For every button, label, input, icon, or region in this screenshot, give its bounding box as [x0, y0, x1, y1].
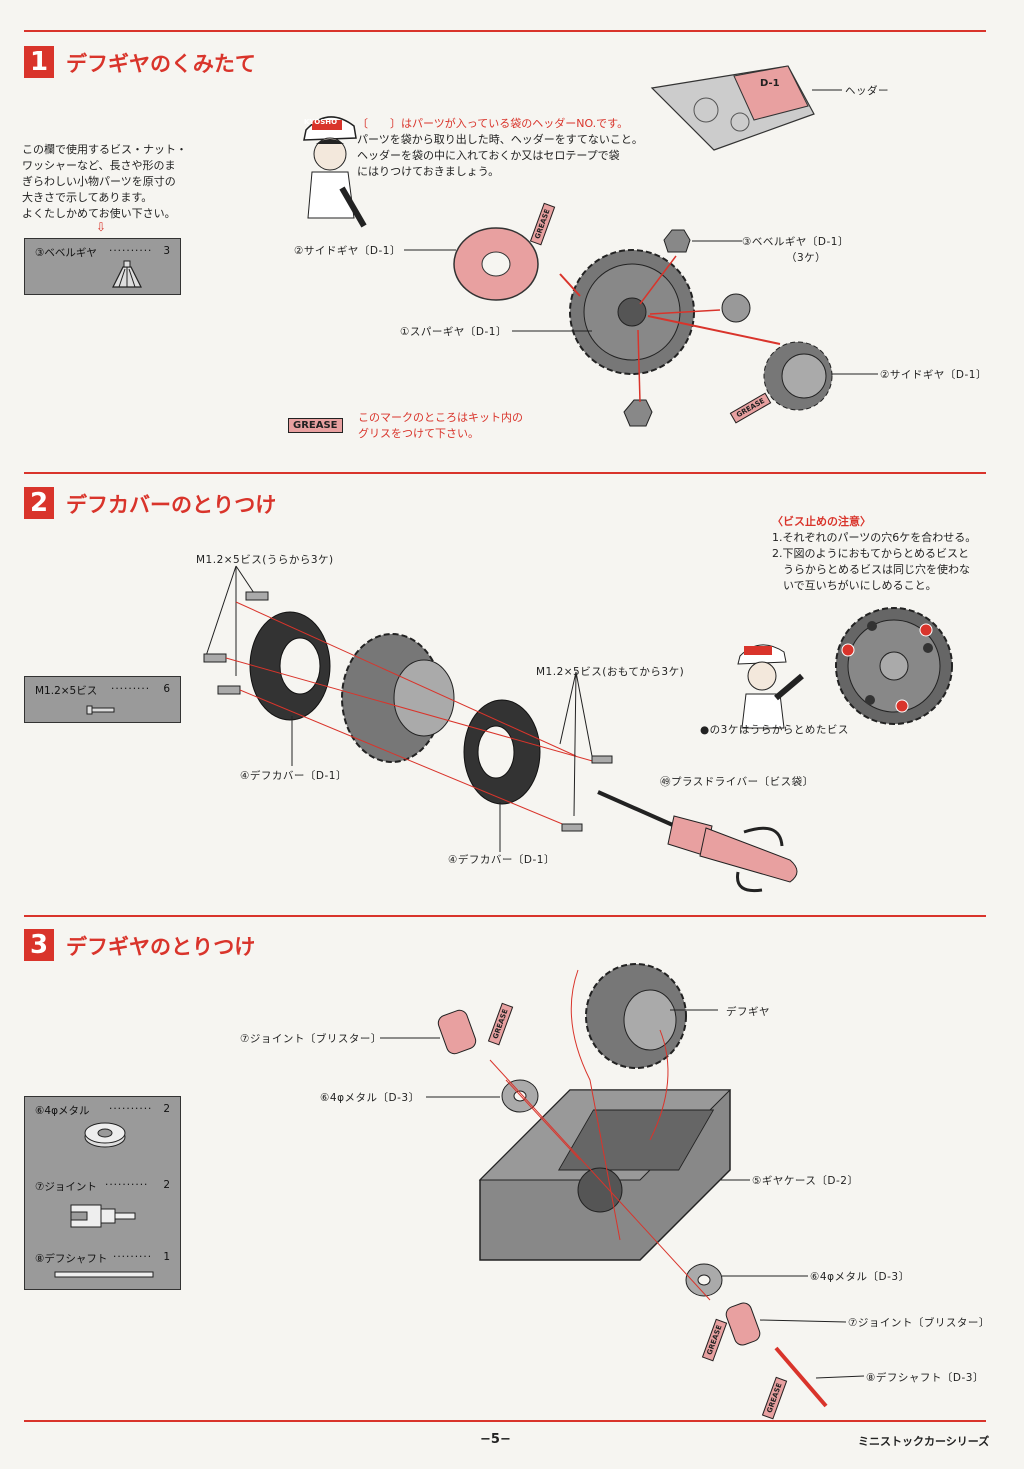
metal-bushing-icon: [84, 1122, 126, 1148]
screw-back-label: M1.2×5ビス(うらから3ケ): [196, 554, 334, 566]
screw-caution-line: 2.下図のようにおもてからとめるビスと: [772, 547, 970, 560]
screw-icon: [86, 705, 115, 715]
dot-leader: ··········: [109, 1103, 153, 1115]
part-name: ⑧デフシャフト: [35, 1253, 108, 1265]
joint-bottom-label: ⑦ジョイント〔ブリスター〕: [848, 1317, 990, 1329]
side-gear-left-label: ②サイドギヤ〔D-1〕: [294, 245, 401, 257]
sidebar-note-line: この欄で使用するビス・ナット・: [22, 143, 187, 156]
section-3-number: 3: [24, 929, 54, 961]
mascot-cap-text: KYOSHO: [304, 118, 338, 126]
joint-top-label: ⑦ジョイント〔ブリスター〕: [240, 1033, 382, 1045]
bevel-gear-label: ③ベベルギヤ〔D-1〕: [742, 236, 849, 248]
dot-leader: ··········: [109, 245, 153, 257]
sidebar-note-line: よくたしかめてお使い下さい。: [22, 207, 176, 220]
parts-box-screw: M1.2×5ビス ········· 6: [24, 676, 181, 723]
gear-case-assembly-diagram: [437, 963, 865, 1408]
leader-line: [812, 89, 842, 91]
header-note-line: パーツを袋から取り出した時、ヘッダーをすてないこと。: [357, 133, 643, 146]
header-note-line: ヘッダーを袋の中に入れておくか又はセロテープで袋: [357, 149, 620, 162]
part-name: ⑥4φメタル: [35, 1105, 90, 1117]
section-2-title: デフカバーのとりつけ: [66, 493, 277, 517]
screw-dot-note: ●の3ケはうらからとめたビス: [700, 724, 849, 736]
grease-note-line: このマークのところはキット内の: [358, 411, 523, 424]
diff-shaft-label: ⑧デフシャフト〔D-3〕: [866, 1372, 984, 1384]
diff-gear-assembly-diagram: [453, 227, 833, 427]
section-3-title: デフギヤのとりつけ: [66, 935, 256, 959]
section-2-number: 2: [24, 487, 54, 519]
mascot-illustration: [737, 644, 804, 729]
part-qty: 3: [163, 245, 170, 257]
sidebar-note-line: ぎらわしい小物パーツを原寸の: [22, 175, 176, 188]
parts-box-bevel-gear: ③ベベルギヤ ·········· 3: [24, 238, 181, 295]
section-divider: [24, 472, 986, 474]
part-qty: 1: [163, 1251, 170, 1263]
leader-line: [692, 240, 742, 242]
diff-cover-assembly-diagram: [203, 565, 613, 852]
header-note-line: にはりつけておきましょう。: [357, 165, 500, 178]
top-rule: [24, 30, 986, 32]
part-name: ⑦ジョイント: [35, 1181, 97, 1193]
dot-leader: ·········: [113, 1251, 153, 1263]
bevel-gear-qty-label: （3ケ）: [786, 252, 827, 264]
diff-gear-screw-pattern-diagram: [835, 607, 953, 725]
footer-rule: [24, 1420, 986, 1422]
page-number: −5−: [480, 1432, 511, 1447]
leader-line: [832, 373, 878, 375]
sidebar-note: この欄で使用するビス・ナット・ ワッシャーなど、長さや形のま ぎらわしい小物パー…: [22, 142, 192, 222]
sidebar-note-line: ワッシャーなど、長さや形のま: [22, 159, 176, 172]
screwdriver-label: ㊾プラスドライバー〔ビス袋〕: [660, 776, 814, 788]
screwdriver-icon: [597, 790, 798, 893]
part-qty: 2: [163, 1103, 170, 1115]
part-name: M1.2×5ビス: [35, 685, 98, 697]
grease-note-line: グリスをつけて下さい。: [358, 427, 479, 440]
parts-box-section-3: ⑥4φメタル ·········· 2 ⑦ジョイント ·········· 2 …: [24, 1096, 181, 1290]
metal-top-label: ⑥4φメタル〔D-3〕: [320, 1092, 420, 1104]
joint-icon: [70, 1204, 136, 1228]
leader-line: [512, 330, 592, 332]
part-name: ③ベベルギヤ: [35, 247, 97, 259]
bag-tag: D-1: [760, 78, 780, 89]
header-note-line: 〔 〕はパーツが入っている袋のヘッダーNO.です。: [357, 117, 629, 130]
leader-line: [404, 249, 456, 251]
spur-gear-label: ①スパーギヤ〔D-1〕: [400, 326, 507, 338]
screw-caution-line: 1.それぞれのパーツの穴6ケを合わせる。: [772, 531, 977, 544]
series-name: ミニストックカーシリーズ: [858, 1435, 990, 1448]
header-note: 〔 〕はパーツが入っている袋のヘッダーNO.です。 パーツを袋から取り出した時、…: [357, 116, 677, 180]
grease-note: このマークのところはキット内の グリスをつけて下さい。: [358, 410, 598, 442]
sidebar-note-line: 大きさで示してあります。: [22, 191, 153, 204]
parts-bag-icon: [650, 65, 815, 151]
screw-front-label: M1.2×5ビス(おもてから3ケ): [536, 666, 685, 678]
leader-line: [426, 1096, 500, 1098]
screw-caution-title: 〈ビス止めの注意〉: [772, 515, 871, 528]
gear-case-label: ⑤ギヤケース〔D-2〕: [752, 1175, 859, 1187]
section-1-number: 1: [24, 46, 54, 78]
arrow-down-icon: ⇩: [96, 220, 107, 234]
section-divider: [24, 915, 986, 917]
part-qty: 2: [163, 1179, 170, 1191]
part-qty: 6: [163, 683, 170, 695]
cover-left-label: ④デフカバー〔D-1〕: [240, 770, 347, 782]
mascot-illustration: [303, 116, 367, 228]
leader-line: [380, 1037, 440, 1039]
cover-right-label: ④デフカバー〔D-1〕: [448, 854, 555, 866]
dot-leader: ··········: [105, 1179, 149, 1191]
side-gear-right-label: ②サイドギヤ〔D-1〕: [880, 369, 987, 381]
bevel-gear-icon: [112, 260, 142, 288]
diff-gear-label: デフギヤ: [726, 1006, 770, 1018]
grease-mark-icon: GREASE: [288, 418, 343, 433]
dot-leader: ·········: [111, 683, 151, 695]
section-1-title: デフギヤのくみたて: [66, 52, 256, 76]
screw-caution-note: 〈ビス止めの注意〉 1.それぞれのパーツの穴6ケを合わせる。 2.下図のようにお…: [772, 514, 1002, 594]
screw-caution-line: うらからとめるビスは同じ穴を使わな: [772, 563, 970, 576]
metal-bottom-label: ⑥4φメタル〔D-3〕: [810, 1271, 910, 1283]
bag-header-label: ヘッダー: [845, 85, 889, 97]
screw-caution-line: いで互いちがいにしめること。: [772, 579, 937, 592]
diff-shaft-icon: [54, 1271, 154, 1278]
